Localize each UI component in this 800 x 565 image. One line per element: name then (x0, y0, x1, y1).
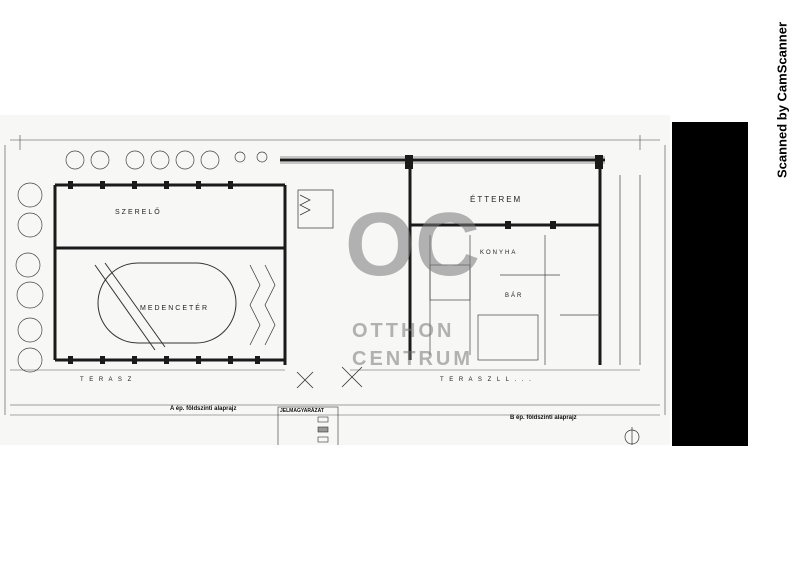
watermark-line1: OTTHON (352, 320, 455, 342)
black-redaction-bar (672, 122, 748, 446)
floor-plan-drawing (4, 135, 666, 445)
watermark-logo: OC (345, 195, 480, 295)
terrace-label-a: T E R A S Z (80, 377, 134, 383)
room-label-szerelo: SZERELŐ (115, 209, 162, 216)
room-label-etterem: ÉTTEREM (470, 195, 523, 204)
terrace-label-b: T E R A S Z L L . . . (440, 377, 533, 383)
room-label-konyha: KONYHA (480, 250, 518, 256)
legend-title: JELMAGYARÁZAT (280, 408, 324, 414)
room-label-medence: MEDENCETÉR (140, 305, 210, 312)
scanned-floor-plan: SZERELŐ MEDENCETÉR ÉTTEREM KONYHA BÁR T … (0, 115, 670, 445)
watermark-line2: CENTRUM (352, 348, 473, 370)
room-label-bar: BÁR (505, 293, 524, 299)
camscanner-text: Scanned by CamScanner (774, 21, 790, 179)
camscanner-label: Scanned by CamScanner (770, 10, 794, 190)
caption-building-b: B ép. földszinti alaprajz (510, 415, 577, 421)
caption-building-a: A ép. földszinti alaprajz (170, 406, 237, 412)
